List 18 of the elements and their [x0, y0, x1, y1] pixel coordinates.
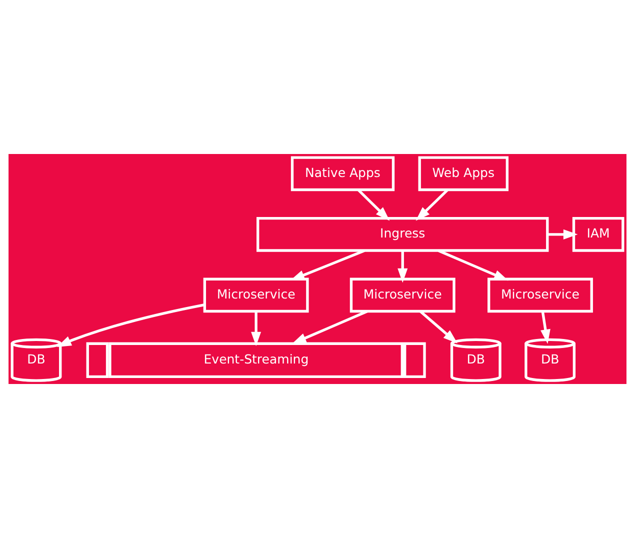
arrow: [438, 248, 508, 280]
node-box: Ingress: [256, 216, 549, 252]
node-box: Microservice: [350, 277, 456, 312]
arrow: [358, 188, 390, 220]
arrow: [292, 310, 368, 344]
arrow: [290, 248, 365, 280]
arrow: [419, 310, 458, 343]
node-box: Native Apps: [290, 156, 395, 191]
arrow: [251, 310, 262, 346]
arrow: [398, 250, 408, 282]
arrow: [416, 188, 448, 220]
node-box: Microservice: [203, 277, 309, 312]
arrow: [547, 228, 578, 239]
arrow: [540, 310, 550, 344]
arrow: [57, 303, 205, 346]
node-box: IAM: [572, 216, 624, 252]
node-box: Microservice: [488, 277, 593, 312]
node-box: Web Apps: [418, 156, 508, 191]
